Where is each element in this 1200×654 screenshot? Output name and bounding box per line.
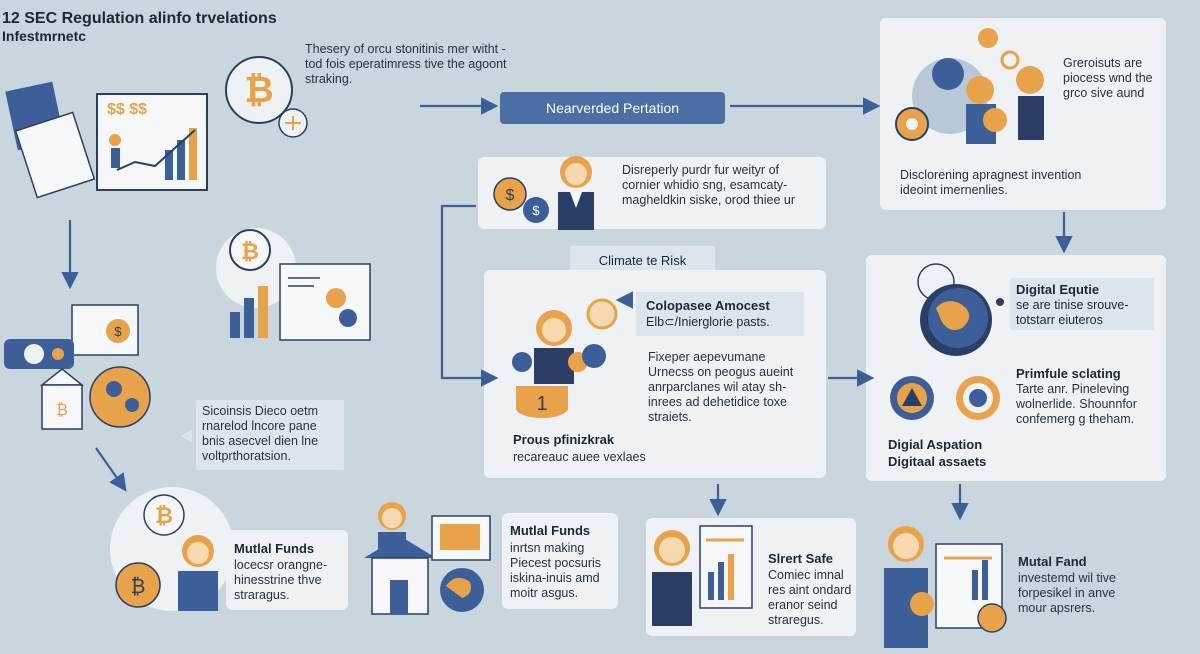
page-title: 12 SEC Regulation alinfo trvelations [2, 10, 277, 27]
svg-text:1: 1 [536, 393, 547, 415]
bottom-1-text: locecsr orangne- hinesstrine thve strara… [234, 558, 327, 603]
svg-text:$: $ [114, 324, 122, 339]
bottom-4-text: investemd wil tive forpesikel in anve mo… [1018, 571, 1116, 616]
woman-coins-illustration: $ $ [493, 156, 594, 230]
svg-text:$: $ [506, 187, 515, 204]
bottom-card-1 [226, 530, 348, 610]
text-line: forpesikel in anve [1018, 586, 1116, 600]
text-line: magheldkin siske, orod thiee ur [622, 193, 796, 207]
woman-chart-illustration [652, 525, 753, 626]
profile-title: Primfule sclating [1016, 366, 1121, 381]
center-card-body: Fixeper aepevumane Urnecss on peogus aue… [648, 350, 793, 425]
text-line: investemd wil tive [1018, 571, 1116, 585]
mid-top-text: Disreperly purdr fur weityr of cornier w… [622, 163, 795, 208]
bottom-3-text: Comiec imnal res aint ondard eranor sein… [768, 568, 851, 628]
svg-text:₿: ₿ [131, 576, 146, 598]
digital-sub: se are tinise srouve- [1016, 298, 1129, 312]
nearverded-pertation-label: Nearverded Pertation [500, 92, 725, 124]
screens-gears-illustration: $ ₿ [4, 304, 151, 430]
top-note-line: Thesery of orcu stonitinis mer witht - [305, 42, 506, 56]
note-line: piocess wnd the [1063, 71, 1153, 85]
digital-title: Digital Equtie [1016, 282, 1100, 297]
note-line: Greroisuts are [1063, 56, 1143, 70]
body-line: Fixeper aepevumane [648, 350, 766, 364]
digital-equtie-box: Digital Equtie se are tinise srouve- tot… [1010, 278, 1154, 330]
text-line: moitr asgus. [510, 586, 579, 600]
climate-risk-label: Climate te Risk [570, 246, 715, 276]
woman-document-illustration [884, 526, 1007, 648]
page-subtitle: Infestmrnetc [2, 28, 87, 44]
top-note-line: straking. [305, 72, 353, 86]
bottom-1-title: Mutlal Funds [234, 541, 315, 556]
body-line: confemerg g theham. [1016, 412, 1135, 426]
text-line: hinesstrine thve [234, 573, 322, 587]
caption-line: ideoint imernenlies. [900, 183, 1008, 197]
svg-text:₿: ₿ [155, 503, 173, 528]
body-line: anrparclanes wil atay sh- [648, 380, 787, 394]
body-line: Tarte anr. Pineleving [1016, 382, 1130, 396]
digital-sub2: totstarr eiuteros [1016, 313, 1103, 327]
bottom-2-text: inrtsn making Piecest pocsuris iskina-in… [510, 541, 601, 601]
text-line: eranor seind [768, 598, 838, 612]
center-title-line: Colopasee Amocest [646, 298, 770, 313]
caption-line: Disclorening apragnest invention [900, 168, 1082, 182]
note-line: grco sive aund [1063, 86, 1145, 100]
bottom-4-title: Mutal Fand [1018, 554, 1087, 569]
arrow-to-bottom-1 [95, 447, 127, 492]
body-line: Urnecss on peogus aueint [648, 365, 794, 379]
text-line: Comiec imnal [768, 568, 844, 582]
woman-podium-illustration: 1 [512, 298, 618, 418]
text-line: res aint ondard [768, 583, 852, 597]
top-note-line: tod fois eperatimress tive the agoont [305, 57, 507, 71]
text-line: cornier whidio sng, esamcaty- [622, 178, 788, 192]
top-note: Thesery of orcu stonitinis mer witht - t… [305, 42, 507, 87]
left-note-box: Sicoinsis Dieco oetm rnarelod lncore pan… [196, 400, 344, 470]
top-right-caption: Disclorening apragnest invention ideoint… [900, 168, 1081, 198]
text-line: inrtsn making [510, 541, 585, 555]
text-line: Disreperly purdr fur weityr of [622, 163, 779, 177]
svg-text:$: $ [532, 203, 540, 218]
body-line: straiets. [648, 410, 692, 424]
center-footer-sub: recareauc auee vexlaes [513, 450, 646, 464]
note-line: bnis asecvel dien lne [202, 434, 319, 448]
body-line: inrees ad dehetidice toxe [648, 395, 787, 409]
text-line: locecsr orangne- [234, 558, 328, 572]
note-line: voltprthoratsion. [202, 449, 291, 463]
asset-sub: Digitaal assaets [888, 454, 987, 469]
text-line: mour apsrers. [1018, 601, 1096, 615]
svg-text:₿: ₿ [241, 239, 259, 264]
profile-icons [890, 376, 1000, 420]
center-footer-title: Prous pfinizkrak [513, 432, 615, 447]
left-note: Sicoinsis Dieco oetm rnarelod lncore pan… [202, 404, 344, 464]
bottom-card-2 [502, 513, 618, 609]
bottom-2-title: Mutlal Funds [510, 523, 591, 538]
chart-board-illustration: ₿ [216, 228, 371, 341]
text-line: straragus. [234, 588, 290, 602]
note-line: rnarelod lncore pane [202, 419, 317, 433]
team-gears-illustration [895, 28, 1044, 144]
globe-gear-illustration [917, 263, 1004, 356]
text-line: straregus. [768, 613, 824, 627]
top-right-note: Greroisuts are piocess wnd the grco sive… [1063, 56, 1153, 101]
svg-text:₿: ₿ [244, 69, 273, 110]
text-line: Piecest pocsuris [510, 556, 602, 570]
bitcoin-woman-illustration: ₿ ₿ [110, 487, 234, 611]
text-line: iskina-inuis amd [510, 571, 600, 585]
body-line: wolnerlide. Shounnfor [1016, 397, 1137, 411]
bottom-3-title: Slrert Safe [768, 551, 834, 566]
center-title-line: Elb⊂/Inierglorie pasts. [646, 315, 770, 329]
left-note-pointer [180, 430, 192, 442]
profile-body: Tarte anr. Pineleving wolnerlide. Shounn… [1016, 382, 1137, 427]
bitcoin-icon: ₿ [225, 56, 308, 138]
house-globe-illustration [364, 502, 491, 615]
svg-text:$$ $$: $$ $$ [107, 101, 147, 118]
laptop-chart-illustration: $$ $$ [5, 81, 208, 199]
note-line: Sicoinsis Dieco oetm [202, 404, 319, 418]
center-card-title-box: Colopasee Amocest Elb⊂/Inierglorie pasts… [636, 292, 804, 336]
svg-text:₿: ₿ [56, 401, 68, 419]
asset-title: Digial Aspation [888, 437, 983, 452]
